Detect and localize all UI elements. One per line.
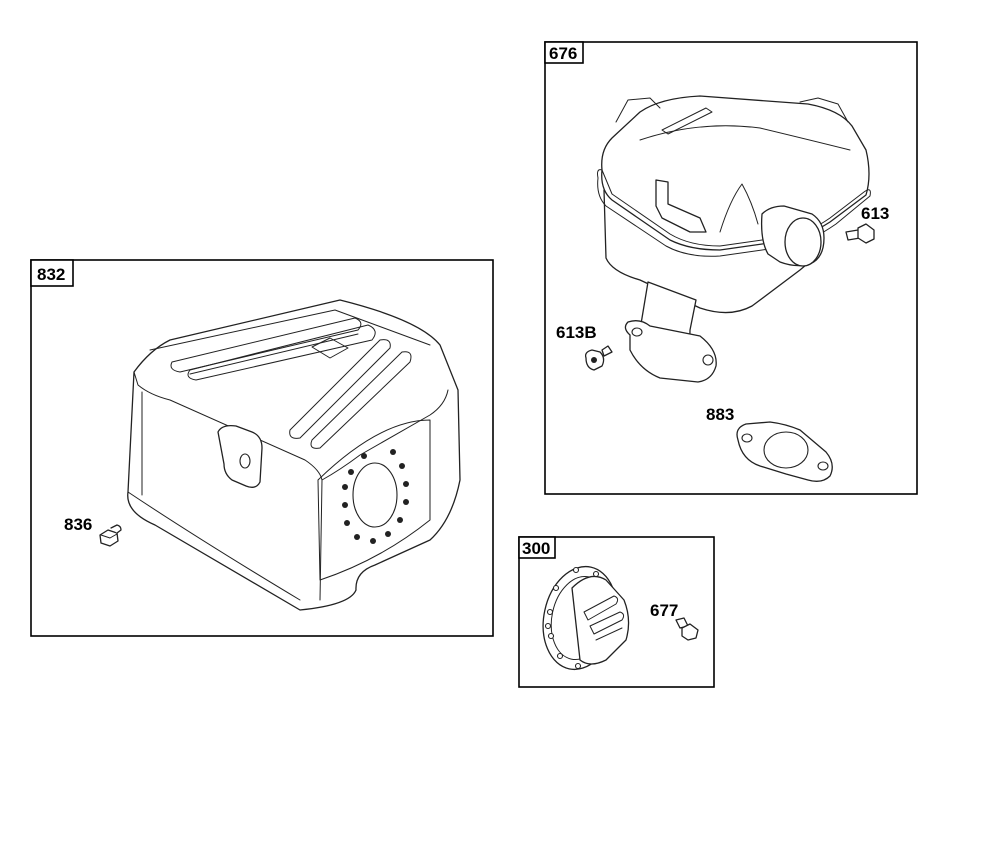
group-300-frame bbox=[544, 41, 918, 495]
spark-arrester-icon bbox=[542, 565, 630, 671]
group-300: 676 bbox=[544, 41, 918, 495]
gasket-883-icon bbox=[736, 421, 833, 482]
screw-677-icon bbox=[675, 617, 699, 641]
muffler-icon bbox=[597, 95, 871, 383]
group-832-tag-box bbox=[30, 259, 74, 287]
group-676: 300 677 bbox=[518, 536, 715, 688]
group-676-frame bbox=[518, 536, 715, 688]
bolt-836-icon bbox=[99, 524, 122, 547]
group-300-tag: 676 bbox=[549, 44, 577, 63]
callout-883: 883 bbox=[706, 405, 734, 424]
callout-836: 836 bbox=[64, 515, 92, 534]
screw-613b-icon bbox=[584, 345, 613, 371]
group-676-tag: 300 bbox=[522, 539, 550, 558]
group-832-frame bbox=[30, 259, 494, 637]
group-832: 832 bbox=[30, 259, 494, 637]
callout-613b: 613B bbox=[556, 323, 597, 342]
group-300-tag-box bbox=[544, 41, 584, 64]
muffler-guard-icon bbox=[127, 299, 461, 611]
guard-hole-pattern bbox=[342, 449, 409, 544]
group-832-tag: 832 bbox=[37, 265, 65, 284]
callout-677: 677 bbox=[650, 601, 678, 620]
callout-613: 613 bbox=[861, 204, 889, 223]
group-676-tag-box bbox=[518, 536, 556, 559]
screw-613-icon bbox=[845, 223, 875, 244]
